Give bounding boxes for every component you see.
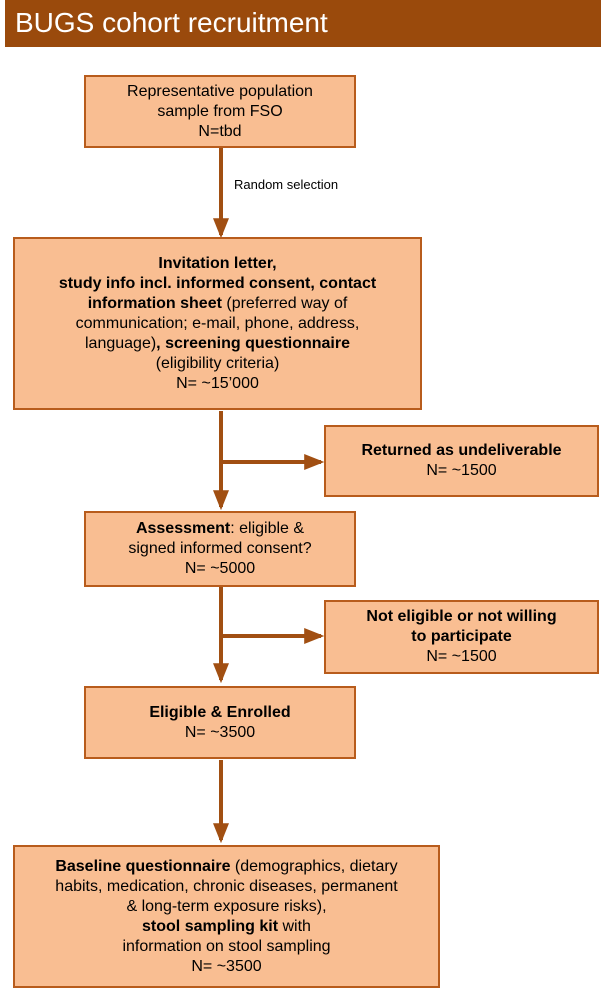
assessment-box: Assessment: eligible & signed informed c… bbox=[84, 511, 356, 587]
invitation-line: communication; e-mail, phone, address, bbox=[75, 314, 360, 332]
enrolled-count: N= ~3500 bbox=[184, 723, 256, 741]
page-title: BUGS cohort recruitment bbox=[15, 7, 328, 38]
population-count: N=tbd bbox=[198, 122, 242, 140]
undeliverable-count: N= ~1500 bbox=[426, 462, 497, 479]
not-eligible-title: to participate bbox=[411, 628, 512, 645]
undeliverable-box: Returned as undeliverable N= ~1500 bbox=[324, 425, 599, 497]
population-box: Representative population sample from FS… bbox=[84, 75, 356, 148]
not-eligible-count: N= ~1500 bbox=[426, 648, 497, 665]
invitation-box: Invitation letter, study info incl. info… bbox=[13, 237, 422, 410]
baseline-line: habits, medication, chronic diseases, pe… bbox=[55, 877, 398, 895]
invitation-line: information sheet (preferred way of bbox=[87, 294, 348, 312]
population-line: sample from FSO bbox=[157, 102, 283, 120]
baseline-box: Baseline questionnaire (demographics, di… bbox=[13, 845, 440, 988]
baseline-line: Baseline questionnaire (demographics, di… bbox=[55, 857, 398, 875]
baseline-line: information on stool sampling bbox=[122, 937, 331, 955]
population-line: Representative population bbox=[127, 82, 313, 100]
not-eligible-title: Not eligible or not willing bbox=[366, 608, 557, 625]
header-banner: BUGS cohort recruitment bbox=[5, 0, 601, 47]
random-selection-note: Random selection bbox=[234, 177, 339, 192]
baseline-count: N= ~3500 bbox=[191, 957, 262, 975]
invitation-line: language), screening questionnaire bbox=[85, 334, 350, 352]
invitation-line: (eligibility criteria) bbox=[155, 354, 280, 372]
invitation-count: N= ~15’000 bbox=[176, 374, 259, 392]
baseline-line: & long-term exposure risks), bbox=[126, 897, 327, 915]
invitation-title: Invitation letter, bbox=[158, 254, 277, 272]
assessment-line: Assessment: eligible & bbox=[135, 520, 305, 537]
assessment-line: signed informed consent? bbox=[128, 540, 312, 557]
baseline-line: stool sampling kit with bbox=[142, 917, 311, 935]
invitation-line: study info incl. informed consent, conta… bbox=[58, 274, 377, 292]
assessment-count: N= ~5000 bbox=[184, 560, 256, 577]
undeliverable-title: Returned as undeliverable bbox=[361, 442, 562, 459]
not-eligible-box: Not eligible or not willing to participa… bbox=[324, 600, 599, 674]
enrolled-box: Eligible & Enrolled N= ~3500 bbox=[84, 686, 356, 759]
enrolled-title: Eligible & Enrolled bbox=[149, 703, 291, 721]
